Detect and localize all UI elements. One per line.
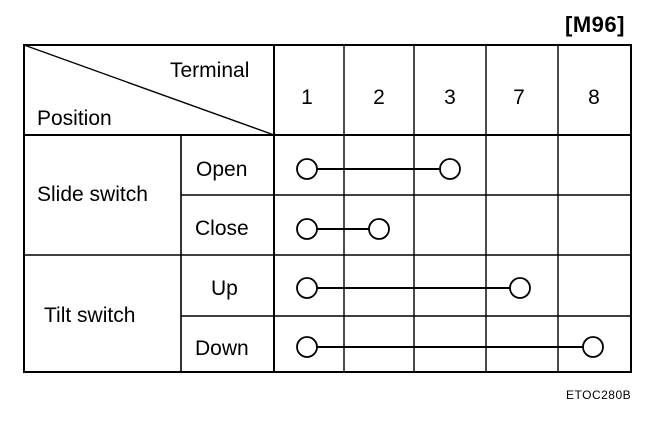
terminal-number: 1 [301,86,313,109]
position-label-up: Up [211,277,238,300]
table-border [23,44,632,373]
terminal-header-label: Terminal [170,59,249,82]
terminal-number: 2 [373,86,385,109]
continuity-terminal-circle [368,218,390,240]
terminal-number: 7 [513,86,525,109]
corner-diagonal [23,44,275,136]
continuity-terminal-circle [296,277,318,299]
figure-id: ETOC280B [566,388,632,402]
position-label-close: Close [195,217,249,240]
position-label-open: Open [196,158,247,181]
group-label-tilt-switch: Tilt switch [44,304,135,327]
continuity-terminal-circle [582,336,604,358]
continuity-terminal-circle [296,158,318,180]
continuity-marks [296,158,604,358]
group-label-slide-switch: Slide switch [37,183,148,206]
continuity-terminal-circle [296,218,318,240]
position-label-down: Down [195,337,249,360]
position-header-label: Position [37,107,112,130]
continuity-terminal-circle [509,277,531,299]
continuity-terminal-circle [439,158,461,180]
terminal-number: 3 [444,86,456,109]
terminal-number: 8 [588,86,600,109]
diagram-code-label: [M96] [565,12,625,37]
continuity-terminal-circle [296,336,318,358]
